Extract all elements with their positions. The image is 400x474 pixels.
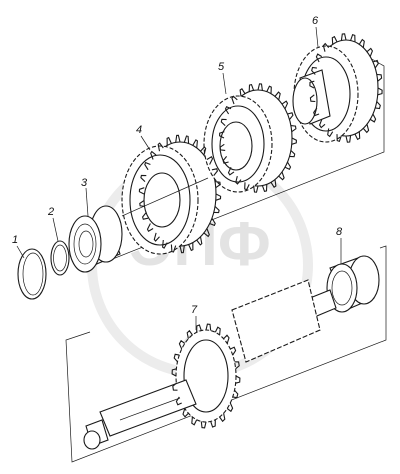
callout-labels: 1 2 3 4 5 6 7 8	[12, 15, 343, 316]
callout-1: 1	[12, 234, 18, 246]
part-4-gear-teeth	[138, 134, 222, 254]
part-6-gear-teeth-outline	[309, 33, 383, 143]
callout-8: 8	[336, 226, 343, 238]
part-2-circlip	[50, 240, 70, 276]
part-5-gear-teeth-outline	[219, 83, 297, 193]
callout-5: 5	[218, 61, 225, 73]
part-8-bearing	[326, 255, 380, 313]
part-6-gear	[292, 39, 379, 143]
callout-leaders	[16, 26, 342, 330]
part-4-gear-teeth-outline	[138, 134, 222, 254]
part-3-bearing	[68, 205, 123, 273]
part-5-gear-teeth	[219, 83, 297, 193]
callout-6: 6	[312, 15, 319, 27]
part-7-gear-teeth	[171, 323, 241, 429]
callout-2: 2	[47, 206, 54, 218]
part-7-shaft	[83, 279, 337, 450]
callout-7: 7	[191, 304, 198, 316]
callout-4: 4	[136, 124, 142, 136]
part-5-gear	[203, 89, 293, 193]
part-7-gear-teeth-outline	[171, 323, 241, 429]
part-6-gear-teeth	[309, 33, 383, 143]
part-1-snap-ring	[17, 248, 47, 300]
callout-3: 3	[81, 177, 88, 189]
